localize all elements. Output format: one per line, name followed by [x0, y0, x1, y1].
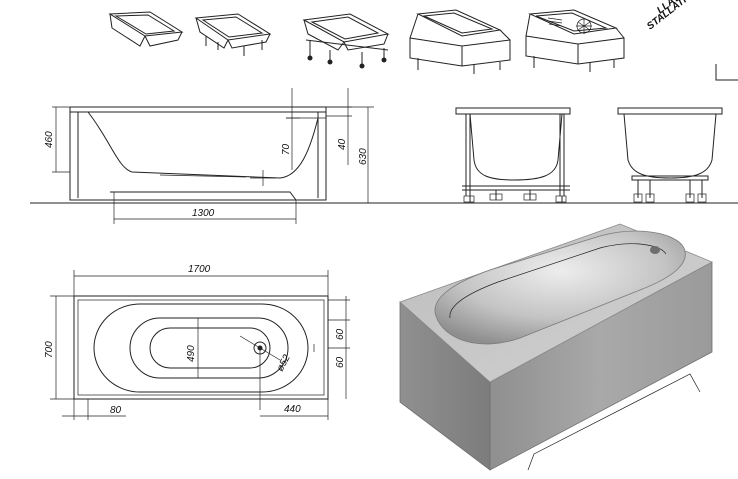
- bathtub-with-panel-hydro-icon: [525, 9, 625, 72]
- dim-60-bottom-label: 60: [335, 356, 346, 368]
- dim-630: 630: [326, 106, 374, 203]
- dim-460-label: 460: [44, 131, 55, 148]
- bathtub-3d-render: [399, 223, 713, 471]
- dim-70-label: 70: [281, 143, 292, 155]
- dim-490: 490: [186, 318, 199, 378]
- dim-1300: 1300: [113, 192, 297, 224]
- dim-60-top-label: 60: [335, 328, 346, 340]
- dim-40-label: 40: [337, 138, 348, 150]
- dim-80-label: 80: [110, 405, 122, 416]
- dim-700-label: 700: [44, 341, 55, 358]
- dim-40: 40: [326, 88, 352, 165]
- bathtub-with-panel-icon: [409, 9, 511, 74]
- dim-70: 70: [281, 88, 300, 170]
- plan-view: [73, 295, 329, 410]
- dim-60-top: 60: [328, 296, 350, 348]
- cross-section-on-frame: [455, 107, 571, 203]
- dim-490-label: 490: [186, 345, 197, 362]
- dim-80: 80: [62, 399, 126, 420]
- side-view: [69, 106, 327, 201]
- dim-460: 460: [44, 106, 70, 173]
- dim-630-label: 630: [358, 148, 369, 165]
- bathtub-on-frame-wheels-icon: [302, 13, 390, 69]
- dim-1300-label: 1300: [192, 208, 215, 219]
- bathtub-bare-icon: [108, 11, 184, 47]
- corner-mark: [715, 64, 738, 81]
- dim-1700-label: 1700: [188, 264, 211, 275]
- dim-440-label: 440: [284, 404, 301, 415]
- cross-section-on-legs: [617, 107, 723, 203]
- dim-drain-diameter: ø52: [275, 353, 293, 374]
- dim-700: 700: [44, 295, 74, 400]
- dim-60-bottom: 60: [328, 347, 350, 399]
- bathtub-on-legs-icon: [194, 13, 272, 56]
- dim-1700: 1700: [73, 264, 329, 296]
- dim-drain-diameter-label: ø52: [275, 353, 293, 374]
- stamp-line-2: STALLATION: [645, 0, 701, 32]
- dim-440: 440: [260, 399, 329, 420]
- installation-stamp: LLATION STALLATION: [645, 0, 701, 32]
